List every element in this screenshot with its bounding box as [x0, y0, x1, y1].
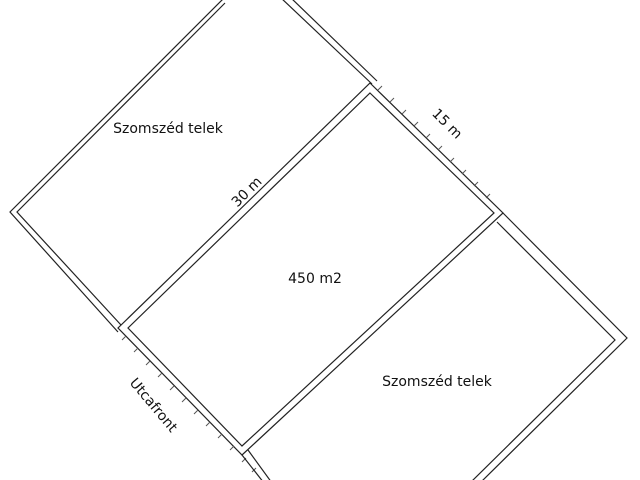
length-label: 30 m	[229, 174, 266, 211]
main-plot-outline-inner	[127, 92, 495, 447]
hatch-mark	[473, 181, 479, 187]
hatch-mark	[229, 445, 235, 451]
neighbor-top-label: Szomszéd telek	[113, 121, 224, 137]
neighbor-top-back-edge-outer	[282, 0, 373, 85]
neighbor-top-outline-outer	[9, 0, 223, 333]
hatch-mark	[217, 433, 223, 439]
hatch-mark	[181, 397, 187, 403]
hatch-mark	[377, 85, 383, 91]
hatch-mark	[425, 133, 431, 139]
neighbor-bottom-front-edge-inner	[247, 449, 271, 480]
hatch-mark	[133, 347, 139, 353]
hatch-mark	[413, 121, 419, 127]
main-plot	[117, 82, 504, 456]
neighbor-bottom-label: Szomszéd telek	[382, 374, 493, 390]
hatch-mark	[401, 109, 407, 115]
hatch-mark	[485, 193, 491, 199]
width-label: 15 m	[428, 106, 465, 143]
neighbor-bottom-outline-inner	[472, 221, 616, 480]
hatch-mark	[449, 157, 455, 163]
neighbor-lot-bottom	[241, 212, 628, 480]
hatch-mark	[461, 169, 467, 175]
neighbor-bottom-front-edge-outer	[241, 454, 263, 480]
hatch-mark	[389, 97, 395, 103]
hatch-mark	[157, 372, 163, 378]
neighbor-lot-top	[9, 0, 378, 333]
hatch-mark	[205, 421, 211, 427]
hatch-mark	[437, 145, 443, 151]
hatch-back-boundary	[377, 85, 491, 199]
neighbor-bottom-outline-outer	[482, 212, 628, 480]
hatch-mark	[145, 360, 151, 366]
neighbor-top-back-edge-inner	[292, 0, 378, 82]
area-label: 450 m2	[288, 271, 342, 287]
main-plot-outline-outer	[117, 82, 504, 456]
hatch-mark	[193, 409, 199, 415]
hatch-street-front	[121, 335, 257, 473]
neighbor-top-outline-inner	[16, 2, 226, 326]
hatch-mark	[121, 335, 127, 341]
hatch-mark	[169, 385, 175, 391]
